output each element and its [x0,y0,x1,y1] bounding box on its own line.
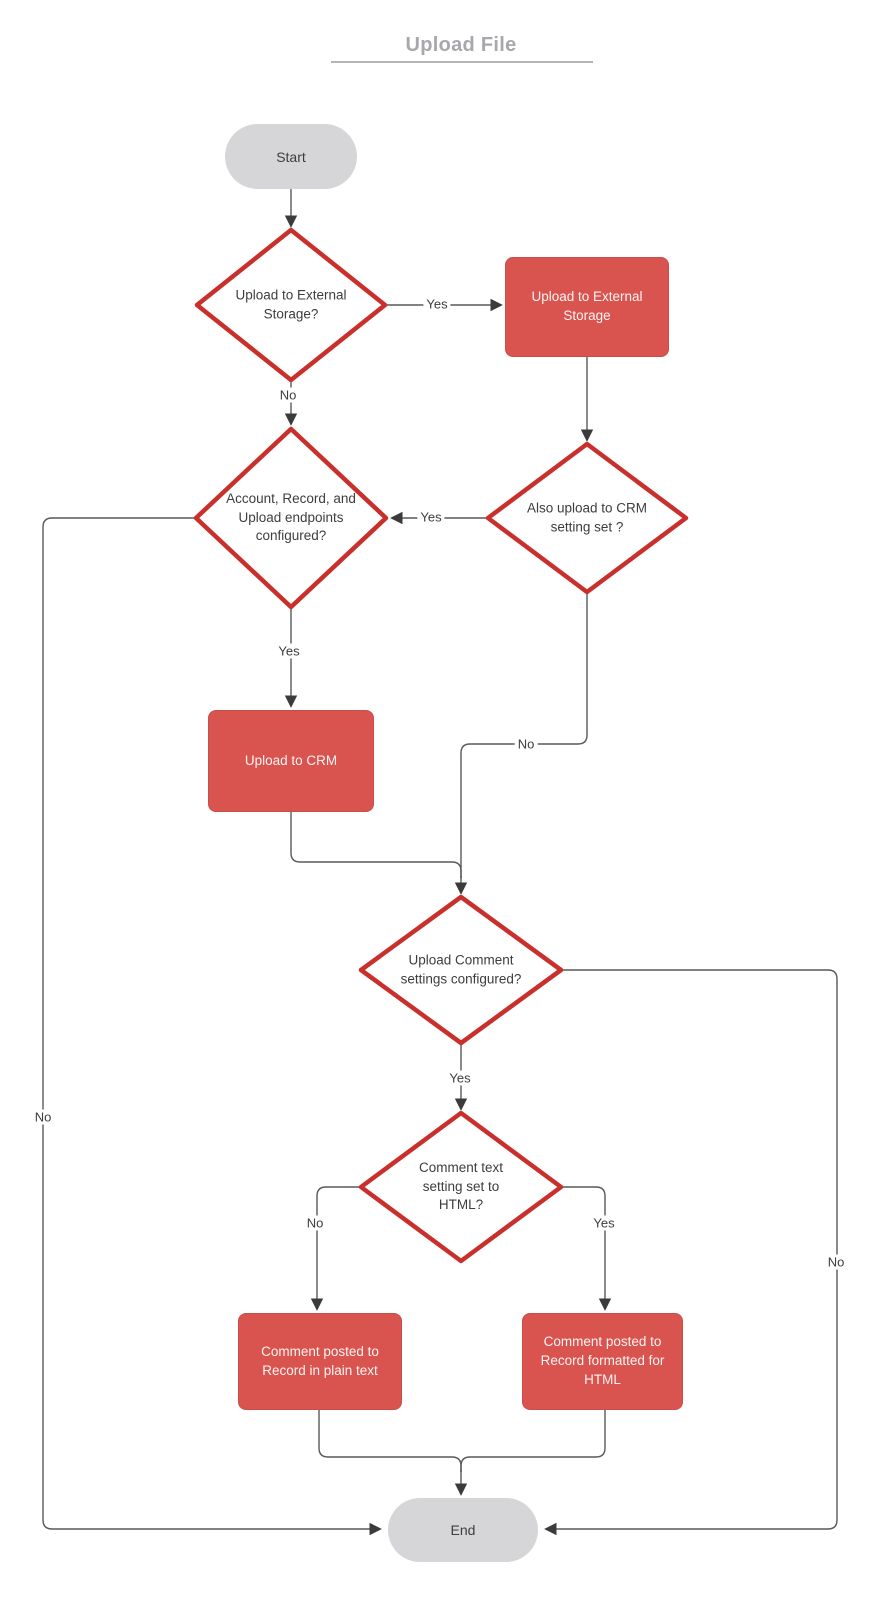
end-node: End [388,1498,538,1562]
decision-upload-external-storage-shape [194,227,388,383]
edge-label-alsocrm-no: No [514,736,538,752]
connector-html-no [310,1186,361,1311]
connector-plain-to-merge [318,1410,462,1472]
process-comment-html: Comment posted to Record formatted for H… [522,1313,683,1410]
decision-upload-external-storage-label: Upload to External Storage? [235,287,347,321]
process-comment-plain-text-label: Comment posted to Record in plain text [261,1343,379,1378]
connector-comment-no [544,969,838,1536]
process-upload-crm: Upload to CRM [208,710,374,812]
edge-label-external-no: No [276,387,300,403]
process-upload-crm-label: Upload to CRM [244,752,338,768]
decision-also-upload-crm-shape [485,441,689,595]
edge-label-external-yes: Yes [423,296,451,312]
edge-label-comment-yes: Yes [446,1070,474,1086]
page-title: Upload File [405,34,517,56]
connector-crm-to-merge [290,812,462,878]
edge-label-endpoints-no: No [31,1109,55,1125]
process-comment-plain-text: Comment posted to Record in plain text [238,1313,402,1410]
decision-endpoints-configured-shape [193,426,389,610]
decision-comment-html-label: Comment text setting set to HTML? [418,1160,504,1213]
edge-label-comment-no: No [824,1254,848,1270]
process-comment-html-label: Comment posted to Record formatted for H… [540,1334,665,1387]
connector-html-yes [561,1186,612,1311]
end-node-label: End [450,1522,476,1538]
decision-comment-settings-shape [358,894,564,1046]
decision-also-upload-crm-label: Also upload to CRM setting set ? [526,500,648,534]
process-upload-external-storage: Upload to External Storage [505,257,669,357]
start-node: Start [225,124,357,189]
edge-label-endpoints-yes: Yes [275,643,303,659]
decision-comment-html-shape [358,1110,564,1264]
process-upload-external-storage-label: Upload to External Storage [531,289,643,323]
decision-endpoints-configured-label: Account, Record, and Upload endpoints co… [226,491,356,544]
edge-label-html-no: No [303,1215,327,1231]
start-node-label: Start [276,148,306,165]
connector-endpoints-no [42,517,382,1536]
title-underline [331,61,593,63]
connector-alsocrm-no [460,592,588,878]
edge-label-alsocrm-yes: Yes [417,509,445,525]
connector-htmlbox-to-merge [460,1410,606,1472]
decision-comment-settings-label: Upload Comment settings configured? [400,952,522,986]
edge-label-html-yes: Yes [590,1215,618,1231]
